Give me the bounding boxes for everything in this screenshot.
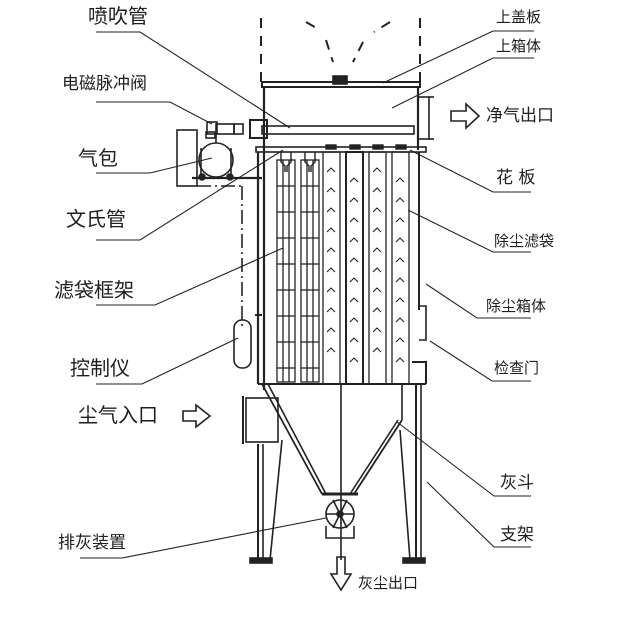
top-cover xyxy=(261,75,421,88)
controller-enclosure xyxy=(176,129,252,369)
dust-outlet-arrow xyxy=(329,556,353,592)
leader-upper-box xyxy=(391,57,534,109)
label-dusty-gas-inlet: 尘气入口 xyxy=(78,403,158,427)
leader-top-cover xyxy=(382,30,534,84)
label-venturi-tube: 文氏管 xyxy=(66,207,126,231)
label-controller: 控制仪 xyxy=(70,356,130,380)
leader-ash-hopper xyxy=(396,421,531,497)
label-filter-bag: 除尘滤袋 xyxy=(494,232,555,250)
leader-support xyxy=(426,481,531,548)
dusty-gas-inlet xyxy=(242,396,279,444)
label-support-frame: 支架 xyxy=(500,525,534,545)
leader-discharge xyxy=(80,517,327,559)
label-ash-hopper: 灰斗 xyxy=(500,473,534,493)
tube-sheet xyxy=(255,146,427,153)
leader-blowpipe xyxy=(96,31,291,129)
support-frame xyxy=(249,384,426,564)
label-clean-gas-outlet: 净气出口 xyxy=(486,106,554,126)
leader-lines xyxy=(80,30,534,559)
label-bag-cage: 滤袋框架 xyxy=(54,278,134,302)
dusty-gas-inlet-arrow xyxy=(182,403,212,429)
dust-marks xyxy=(326,167,405,363)
cover-open-dashed-lines xyxy=(260,18,421,85)
blowpipe xyxy=(261,125,415,135)
label-top-cover: 上盖板 xyxy=(496,8,542,26)
leader-bag-cage xyxy=(96,247,284,306)
inspection-door xyxy=(412,305,427,384)
leader-air-bag xyxy=(96,157,213,174)
leader-dust-box xyxy=(425,283,531,319)
ash-hopper xyxy=(261,383,403,560)
leader-pulse-valve xyxy=(96,101,213,125)
filter-bags xyxy=(322,151,410,385)
label-tube-sheet: 花 板 xyxy=(496,168,536,188)
leader-inspection-door xyxy=(429,340,531,382)
label-upper-box: 上箱体 xyxy=(496,37,542,55)
bag-cages xyxy=(276,159,320,383)
label-inspection-door: 检查门 xyxy=(494,359,540,377)
label-ash-discharge-device: 排灰装置 xyxy=(58,533,126,553)
pulse-valve-assembly xyxy=(205,119,268,139)
label-dust-outlet: 灰尘出口 xyxy=(358,574,419,592)
label-blowpipe: 喷吹管 xyxy=(88,4,148,28)
leader-controller xyxy=(96,337,239,385)
dust-box xyxy=(255,152,426,385)
ash-discharge-device xyxy=(322,492,358,539)
venturi-tubes xyxy=(280,144,407,172)
leader-tube-sheet xyxy=(409,149,531,193)
label-solenoid-pulse-valve: 电磁脉冲阀 xyxy=(62,74,147,94)
label-dust-box: 除尘箱体 xyxy=(486,297,547,315)
leader-filter-bag xyxy=(407,209,531,253)
air-bag xyxy=(192,134,262,181)
clean-gas-outlet-arrow xyxy=(450,102,481,130)
leader-venturi xyxy=(96,149,284,241)
label-air-bag: 气包 xyxy=(78,146,118,170)
